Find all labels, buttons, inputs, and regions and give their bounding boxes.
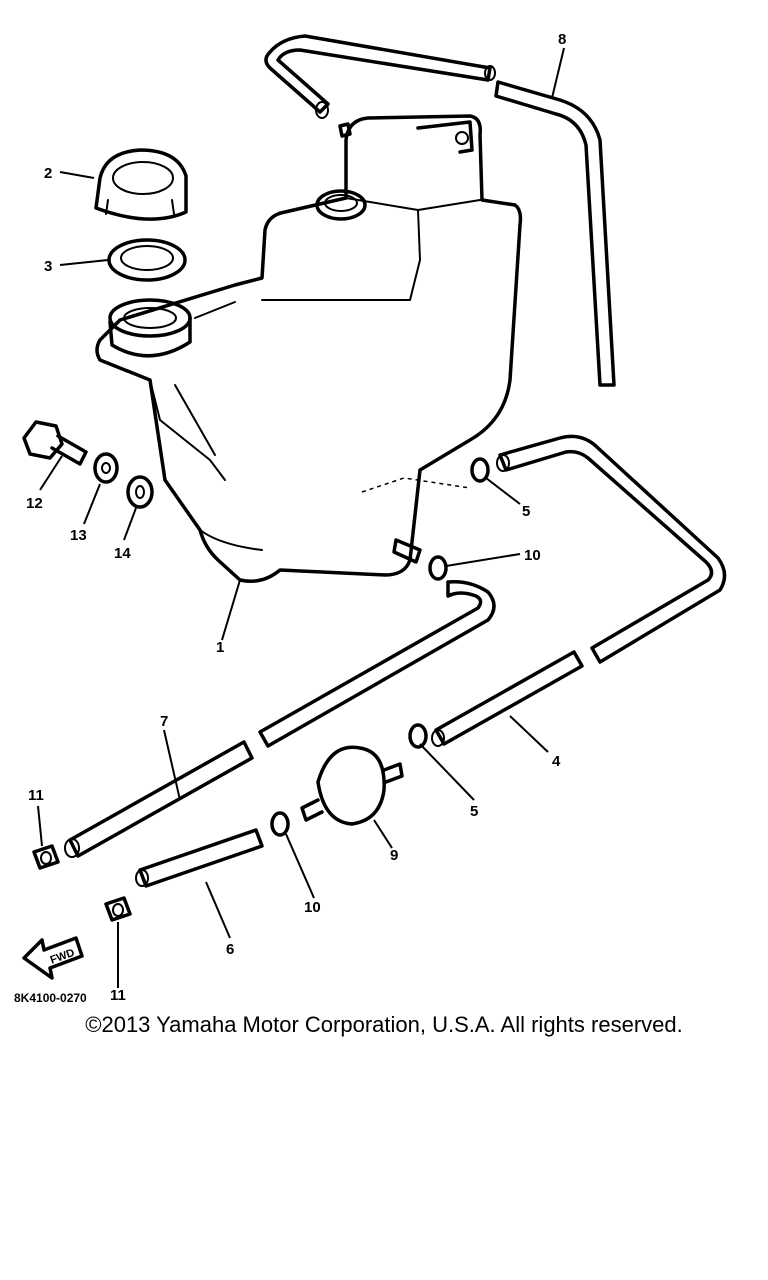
callout-10-lower: 10: [304, 899, 321, 916]
clamp-10-upper: [428, 555, 448, 581]
reservoir-tank-1: [95, 114, 523, 583]
callout-2: 2: [44, 165, 52, 182]
bolt-12: [22, 420, 88, 466]
leader-lines: [37, 47, 565, 988]
callout-4: 4: [552, 753, 561, 770]
clamp-10-lower: [270, 811, 290, 837]
callout-labels: 2 3 1 4 5 5 6 7 8 9 10 10 11 11 12 13 14: [26, 31, 566, 1004]
fwd-arrow-icon: FWD: [22, 936, 84, 980]
callout-8: 8: [558, 31, 566, 48]
callout-9: 9: [390, 847, 398, 864]
reservoir-cap-2: [94, 148, 188, 221]
callout-5-lower: 5: [470, 803, 478, 820]
return-hose: [496, 434, 727, 664]
callout-10-upper: 10: [524, 547, 541, 564]
hose-7: [64, 579, 496, 858]
callout-7: 7: [160, 713, 168, 730]
callout-1: 1: [216, 639, 224, 656]
callout-3: 3: [44, 258, 52, 275]
parts-diagram: FWD 2 3 1 4 5 5 6 7 8 9 10 10 11 11: [14, 31, 727, 1005]
diagram-code: 8K4100-0270: [14, 991, 87, 1005]
filter-9: [300, 745, 404, 826]
gasket-3: [107, 238, 187, 282]
washer-13: [93, 452, 119, 484]
clamp-11-lower: [104, 896, 132, 922]
clamp-5-upper: [470, 457, 490, 483]
washer-14: [126, 475, 154, 509]
callout-11-lower: 11: [110, 987, 126, 1004]
overflow-hose-8: [264, 34, 616, 387]
hose-6: [135, 828, 264, 888]
copyright-notice: ©2013 Yamaha Motor Corporation, U.S.A. A…: [85, 1012, 683, 1037]
callout-12: 12: [26, 495, 43, 512]
callout-13: 13: [70, 527, 87, 544]
callout-6: 6: [226, 941, 234, 958]
clamp-5-lower: [408, 723, 428, 749]
callout-11-upper: 11: [28, 787, 44, 804]
callout-14: 14: [114, 545, 131, 562]
hose-4: [431, 650, 584, 747]
callout-5-upper: 5: [522, 503, 530, 520]
clamp-11-upper: [32, 844, 60, 870]
